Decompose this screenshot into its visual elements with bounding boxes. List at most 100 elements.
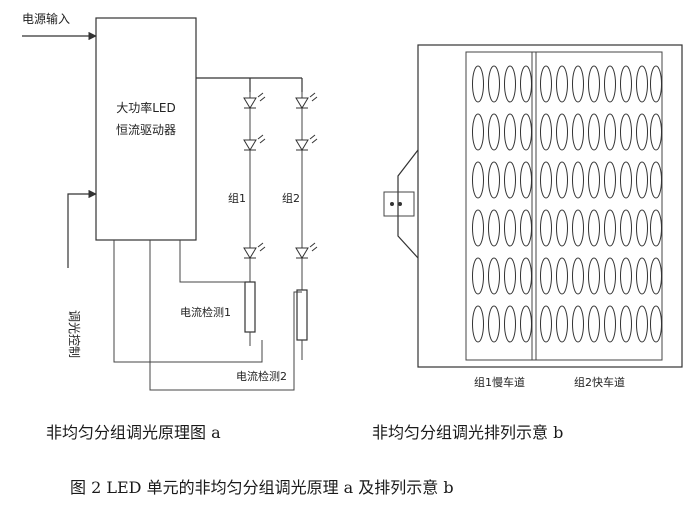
group2-led-ellipse — [556, 65, 568, 103]
group1-led-ellipse — [520, 305, 532, 343]
group2-led-ellipse — [650, 161, 662, 199]
group2-led-ellipse — [556, 113, 568, 151]
led-icon — [243, 97, 257, 109]
group2-led-ellipse — [620, 161, 632, 199]
group1-led-ellipse — [488, 257, 500, 295]
fast-lane-label: 组2快车道 — [574, 375, 625, 389]
group1-led-ellipse — [504, 257, 516, 295]
group1-led-ellipse — [488, 113, 500, 151]
group2-led-ellipse — [636, 113, 648, 151]
group2-led-ellipse — [604, 209, 616, 247]
group2-led-ellipse — [620, 257, 632, 295]
group1-led-ellipse — [504, 209, 516, 247]
group2-led-ellipse — [556, 257, 568, 295]
group2-led-ellipse — [588, 65, 600, 103]
group1-led-string — [243, 92, 266, 282]
current-sense-resistor-1 — [244, 281, 256, 333]
group2-led-ellipse — [650, 65, 662, 103]
caption-a: 非均匀分组调光原理图 a — [46, 423, 221, 442]
group2-led-ellipse — [636, 257, 648, 295]
mounting-bracket — [397, 149, 419, 259]
led-icon — [295, 97, 309, 109]
group2-led-ellipse — [604, 305, 616, 343]
bracket-mount — [383, 191, 415, 217]
led-matrix — [472, 65, 662, 343]
dimming-control-label: 调光控制 — [67, 310, 81, 358]
group2-led-ellipse — [588, 257, 600, 295]
current-sense-resistor-2 — [296, 289, 308, 341]
power-input-label: 电源输入 — [22, 11, 70, 26]
group1-led-ellipse — [488, 305, 500, 343]
group2-led-ellipse — [636, 305, 648, 343]
group1-led-ellipse — [472, 305, 484, 343]
group2-led-ellipse — [604, 113, 616, 151]
return-wire-1 — [113, 240, 263, 363]
group2-led-ellipse — [588, 161, 600, 199]
group-divider — [531, 52, 537, 360]
caption-b: 非均匀分组调光排列示意 b — [372, 423, 563, 442]
group1-led-ellipse — [504, 161, 516, 199]
group2-led-ellipse — [572, 65, 584, 103]
group2-led-ellipse — [556, 305, 568, 343]
group2-led-ellipse — [650, 113, 662, 151]
group2-led-string — [295, 92, 318, 290]
group1-led-ellipse — [504, 305, 516, 343]
group2-led-ellipse — [636, 65, 648, 103]
sense1-feedback — [179, 240, 245, 283]
group1-led-ellipse — [488, 161, 500, 199]
group1-led-ellipse — [504, 65, 516, 103]
figure-caption: 图 2 LED 单元的非均匀分组调光原理 a 及排列示意 b — [70, 478, 454, 497]
group2-led-ellipse — [588, 113, 600, 151]
group2-led-ellipse — [572, 161, 584, 199]
group2-led-ellipse — [620, 209, 632, 247]
return-wire-2 — [149, 240, 302, 391]
group2-led-ellipse — [556, 161, 568, 199]
driver-label-line2: 恒流驱动器 — [116, 123, 176, 137]
arrangement-b: 组1慢车道 组2快车道 非均匀分组调光排列示意 b — [372, 44, 683, 442]
lamp-housing — [417, 44, 683, 368]
group1-led-ellipse — [472, 257, 484, 295]
group1-led-ellipse — [472, 113, 484, 151]
group2-led-ellipse — [604, 161, 616, 199]
group2-led-ellipse — [572, 209, 584, 247]
group2-led-ellipse — [620, 65, 632, 103]
group2-led-ellipse — [572, 257, 584, 295]
group2-led-ellipse — [588, 305, 600, 343]
schematic-a: 电源输入 大功率LED 恒流驱动器 调光控制 组1 组2 — [22, 11, 318, 442]
led-icon — [295, 139, 309, 151]
group2-led-ellipse — [572, 113, 584, 151]
group1-led-ellipse — [472, 209, 484, 247]
group2-led-ellipse — [540, 161, 552, 199]
group1-led-ellipse — [488, 209, 500, 247]
group2-led-ellipse — [556, 209, 568, 247]
group2-led-ellipse — [540, 65, 552, 103]
group2-label: 组2 — [282, 191, 300, 205]
led-icon — [295, 247, 309, 259]
group1-led-ellipse — [472, 65, 484, 103]
group2-led-ellipse — [604, 65, 616, 103]
led-icon — [243, 139, 257, 151]
group1-label: 组1 — [228, 191, 246, 205]
led-icon — [243, 247, 257, 259]
group2-led-ellipse — [650, 257, 662, 295]
slow-lane-label: 组1慢车道 — [474, 375, 525, 389]
driver-box — [95, 17, 197, 241]
current-sense-2-label: 电流检测2 — [236, 369, 287, 383]
group2-led-ellipse — [604, 257, 616, 295]
group2-led-ellipse — [620, 113, 632, 151]
group2-led-ellipse — [572, 305, 584, 343]
group1-led-ellipse — [520, 65, 532, 103]
group1-led-ellipse — [520, 113, 532, 151]
current-sense-1-label: 电流检测1 — [180, 305, 231, 319]
group2-led-ellipse — [540, 209, 552, 247]
group1-led-ellipse — [520, 209, 532, 247]
group2-led-ellipse — [650, 305, 662, 343]
group1-led-ellipse — [504, 113, 516, 151]
group2-led-ellipse — [540, 305, 552, 343]
group2-led-ellipse — [636, 161, 648, 199]
group1-led-ellipse — [472, 161, 484, 199]
group2-led-ellipse — [636, 209, 648, 247]
driver-label-line1: 大功率LED — [116, 100, 176, 115]
group2-led-ellipse — [620, 305, 632, 343]
